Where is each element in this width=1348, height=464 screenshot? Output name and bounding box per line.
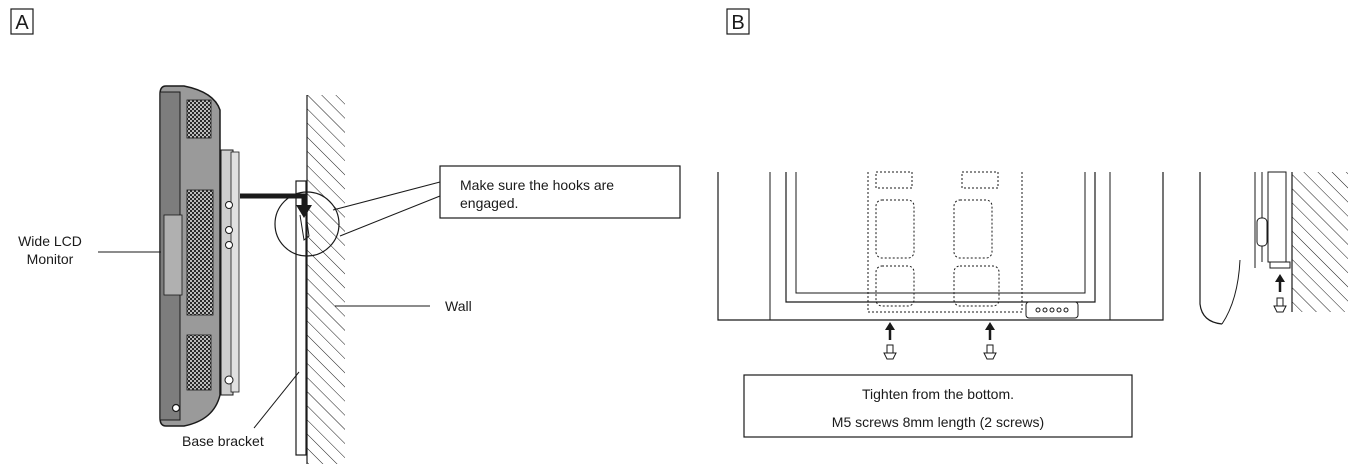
side-detail-view: [1199, 171, 1348, 325]
hooks-callout: Make sure the hooks are engaged.: [332, 165, 681, 237]
panel-b-letter-box: [726, 8, 750, 35]
instruction-note: Tighten from the bottom. M5 screws 8mm l…: [743, 374, 1133, 438]
panel-a: A: [10, 8, 681, 464]
callout-text-line1: Make sure the hooks are: [460, 177, 614, 193]
monitor-label-line2: Monitor: [27, 251, 74, 267]
screw-right: [983, 322, 997, 360]
callout-text-line2: engaged.: [460, 195, 518, 211]
hook-detail: [299, 214, 310, 241]
wall: [306, 95, 345, 464]
note-line1: Tighten from the bottom.: [862, 386, 1014, 402]
base-bracket-label: Base bracket: [182, 433, 264, 449]
detail-circle: [274, 191, 340, 257]
hook-arrow: [240, 193, 307, 205]
panel-a-letter: A: [15, 12, 29, 34]
panel-b: B: [717, 8, 1348, 438]
button-panel: [1025, 301, 1079, 319]
panel-a-letter-box: [10, 8, 34, 35]
base-bracket-leader: [253, 371, 300, 429]
monitor-label-line1: Wide LCD: [18, 233, 82, 249]
wall-label: Wall: [445, 298, 472, 314]
monitor-back-view: [717, 171, 1164, 321]
wide-lcd-monitor: [159, 85, 221, 427]
note-line2: M5 screws 8mm length (2 screws): [832, 414, 1044, 430]
base-bracket: [295, 180, 307, 456]
hook-arrow-head: [296, 205, 312, 218]
monitor-bracket: [220, 149, 240, 396]
panel-b-letter: B: [731, 12, 744, 34]
screw-left: [883, 322, 897, 360]
